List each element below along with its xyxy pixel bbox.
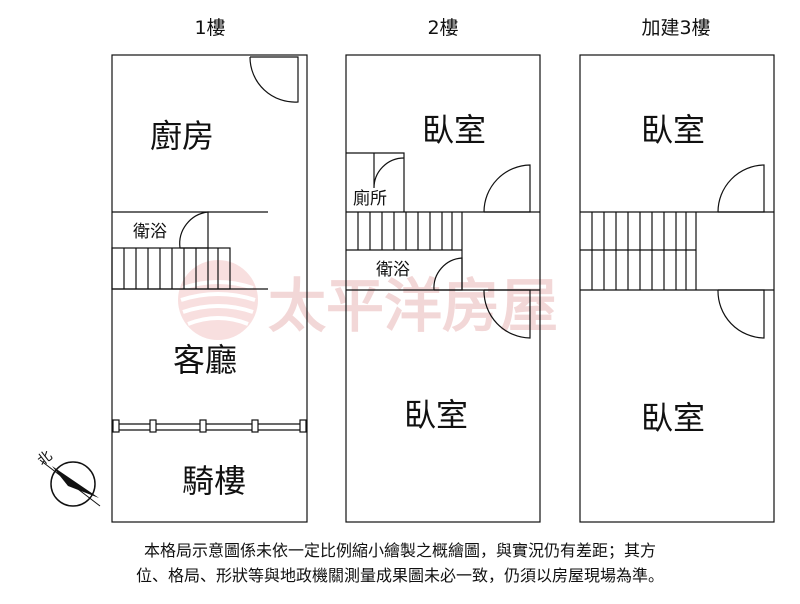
room-bedroom-2f-front: 臥室 bbox=[422, 111, 486, 149]
disclaimer: 本格局示意圖係未依一定比例縮小繪製之概繪圖，與實況仍有差距；其方 位、格局、形狀… bbox=[0, 538, 800, 588]
compass-north-label: 北 bbox=[35, 448, 56, 469]
compass: 北 bbox=[35, 448, 101, 507]
floor-2-toilet-door bbox=[373, 153, 405, 189]
floor-2-bedroom-door-top bbox=[483, 164, 531, 213]
floor-1-title: 1樓 bbox=[194, 17, 225, 39]
floor-3-plan bbox=[579, 54, 775, 523]
room-toilet-2f: 廁所 bbox=[353, 188, 387, 209]
floor-1-bath-door bbox=[179, 211, 209, 249]
watermark: 太平洋房屋 bbox=[178, 260, 558, 340]
disclaimer-line-2: 位、格局、形狀等與地政機關測量成果圖未必一致，仍須以房屋現場為準。 bbox=[135, 566, 664, 585]
floor-1-storefront bbox=[112, 419, 307, 433]
floor-2-stairs bbox=[357, 212, 453, 250]
room-bath-1f: 衛浴 bbox=[133, 222, 167, 242]
floor-3-bedroom-door-top bbox=[717, 164, 765, 213]
watermark-text: 太平洋房屋 bbox=[268, 272, 558, 340]
floor-1-door bbox=[249, 56, 299, 103]
floor-2-outline bbox=[345, 54, 541, 523]
compass-needle bbox=[52, 466, 99, 498]
room-living: 客廳 bbox=[173, 341, 237, 379]
floor-3-stairs bbox=[580, 212, 696, 290]
floor-1-stairs bbox=[111, 247, 231, 290]
floor-1-plan bbox=[111, 54, 308, 523]
room-arcade: 騎樓 bbox=[182, 462, 246, 500]
room-bath-2f: 衛浴 bbox=[376, 260, 410, 280]
disclaimer-line-1: 本格局示意圖係未依一定比例縮小繪製之概繪圖，與實況仍有差距；其方 bbox=[143, 541, 656, 560]
room-bedroom-2f-rear: 臥室 bbox=[404, 396, 468, 434]
compass-ring bbox=[50, 461, 96, 507]
room-bedroom-3f-rear: 臥室 bbox=[641, 399, 705, 437]
floor-3-outline bbox=[579, 54, 775, 523]
floor-3-bedroom-door-bottom bbox=[717, 289, 765, 339]
floor-2-plan bbox=[345, 54, 541, 523]
floor-2-title: 2樓 bbox=[427, 17, 458, 39]
floor-3-title: 加建3樓 bbox=[641, 17, 710, 39]
floor-2-bedroom-door-bottom bbox=[483, 289, 531, 339]
room-bedroom-3f-front: 臥室 bbox=[641, 111, 705, 149]
floor-2-bath-door bbox=[433, 257, 463, 291]
room-kitchen: 廚房 bbox=[150, 117, 214, 155]
